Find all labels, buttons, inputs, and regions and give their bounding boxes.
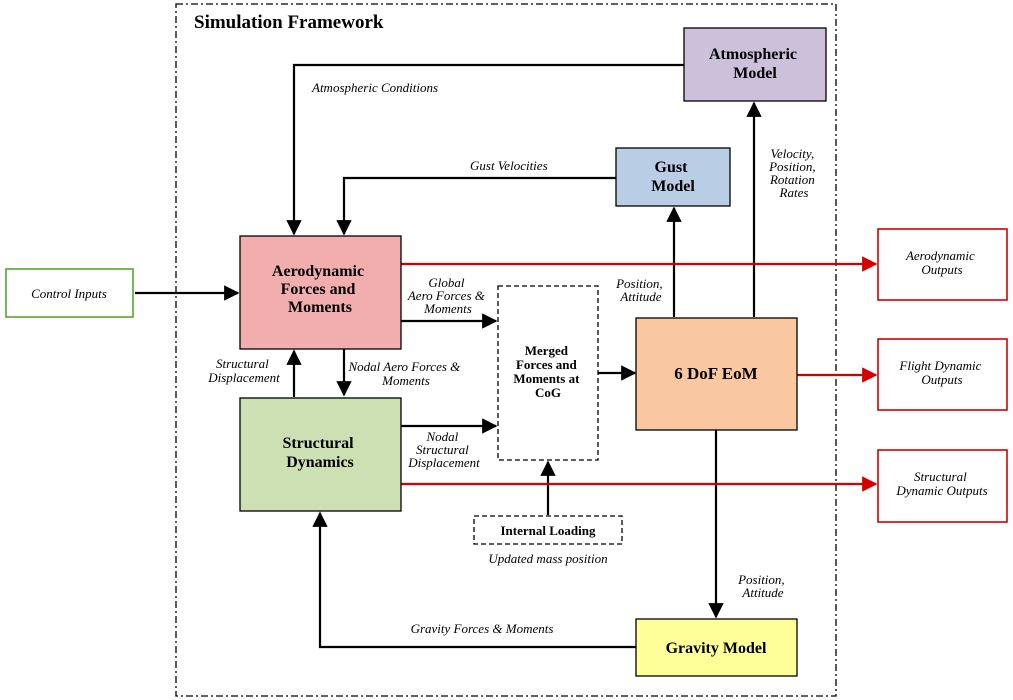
structural-dynamics-label: Structural Dynamics	[282, 435, 357, 471]
global-aero-label: Global Aero Forces & Moments	[407, 275, 488, 316]
gust-model-block: Gust Model	[615, 147, 731, 207]
aerodynamic-outputs-box	[877, 228, 1008, 301]
gravity-model-label: Gravity Model	[666, 640, 767, 657]
framework-border	[175, 3, 837, 697]
structural-dynamics-block: Structural Dynamics	[239, 397, 402, 512]
internal-loading-box	[473, 515, 623, 545]
eom-label: 6 DoF EoM	[674, 364, 757, 383]
nodal-structural-label: Nodal Structural Displacement	[407, 429, 480, 470]
control-inputs-box	[5, 268, 134, 318]
updated-mass-label: Updated mass position	[488, 551, 607, 566]
atmospheric-conditions-label: Atmospheric Conditions	[311, 80, 438, 95]
merged-forces-box	[497, 285, 599, 461]
atmospheric-model-block: Atmospheric Model	[683, 27, 827, 102]
atmospheric-model-label: Atmospheric Model	[709, 46, 801, 82]
gravity-model-box	[635, 618, 798, 677]
merged-forces-label: Merged Forces and Moments at CoG	[513, 343, 582, 400]
position-attitude-top-label: Position, Attitude	[615, 276, 666, 304]
nodal-aero-label: Nodal Aero Forces & Moments	[347, 359, 463, 388]
structural-displacement-label: Structural Displacement	[207, 356, 280, 385]
flight-dynamic-outputs-box-group: Flight Dynamic Outputs	[877, 338, 1008, 411]
atmospheric-conditions-arrow	[286, 63, 684, 236]
eom-block: 6 DoF EoM	[635, 317, 798, 431]
eom-box	[635, 317, 798, 431]
control-inputs-label: Control Inputs	[31, 286, 107, 301]
flight-dynamic-outputs-box	[877, 338, 1008, 411]
gravity-forces-label: Gravity Forces & Moments	[411, 621, 554, 636]
framework-title: Simulation Framework	[194, 12, 384, 33]
gravity-model-block: Gravity Model	[635, 618, 798, 677]
velocity-position-label: Velocity, Position, Rotation Rates	[768, 146, 819, 200]
gust-velocities-arrow	[336, 176, 616, 236]
merged-forces-block: Merged Forces and Moments at CoG	[497, 285, 599, 461]
flight-dynamic-outputs-label: Flight Dynamic Outputs	[898, 358, 984, 387]
structural-outputs-box-group: Structural Dynamic Outputs	[877, 449, 1008, 523]
internal-loading-block: Internal Loading	[473, 515, 623, 545]
gust-velocities-label: Gust Velocities	[470, 158, 548, 173]
aerodynamic-box	[239, 235, 402, 350]
gust-model-label: Gust Model	[651, 159, 695, 195]
connectors	[135, 63, 762, 649]
atmospheric-model-box	[683, 27, 827, 102]
aerodynamic-outputs-label: Aerodynamic Outputs	[905, 248, 978, 277]
gravity-forces-arrow	[312, 511, 636, 649]
aerodynamic-block: Aerodynamic Forces and Moments	[239, 235, 402, 350]
internal-loading-label: Internal Loading	[501, 523, 596, 538]
structural-outputs-label: Structural Dynamic Outputs	[895, 469, 987, 498]
structural-dynamics-box	[239, 397, 402, 512]
aerodynamic-outputs-box-group: Aerodynamic Outputs	[877, 228, 1008, 301]
aerodynamic-label: Aerodynamic Forces and Moments	[272, 263, 368, 316]
control-inputs-box-group: Control Inputs	[5, 268, 134, 318]
gust-model-box	[615, 147, 731, 207]
output-arrows	[401, 256, 878, 492]
position-attitude-bottom-label: Position, Attitude	[737, 572, 788, 600]
structural-outputs-box	[877, 449, 1008, 523]
